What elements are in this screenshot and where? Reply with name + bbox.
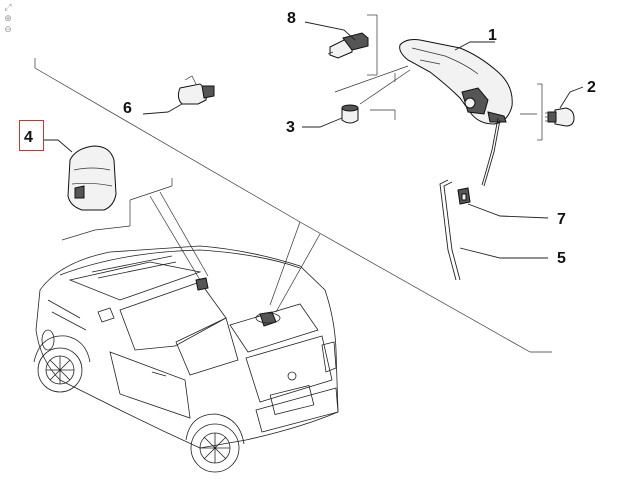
part-8-connector[interactable] [327,32,369,59]
callout-2[interactable]: 2 [587,79,596,96]
leader-1 [454,41,495,51]
leader-7 [467,203,549,219]
callout-7[interactable]: 7 [557,211,566,228]
zoom-in-icon[interactable]: ⊕ [4,14,12,24]
bracket-4 [61,178,173,241]
leader-2 [559,86,584,109]
callout-3[interactable]: 3 [286,119,295,136]
assembly-lines-handle [334,65,411,120]
assembly-lines-car [149,191,321,313]
leader-5 [459,247,548,259]
handle-rod [481,117,499,186]
leader-3 [302,117,343,128]
part-7-bracket[interactable] [457,187,471,205]
callout-4[interactable]: 4 [24,129,33,146]
part-2-screw[interactable] [545,107,575,127]
bracket-8-1 [367,14,378,76]
part-6-clip[interactable] [177,75,215,105]
leader-8 [304,21,356,41]
car-illustration [33,245,339,473]
callout-5[interactable]: 5 [557,250,566,267]
fit-view-icon[interactable]: ⤢ [4,3,12,13]
callout-6[interactable]: 6 [123,100,132,117]
bracket-2 [520,83,543,141]
part-1-handle[interactable] [399,39,513,125]
section-lines [34,58,552,353]
part-5-rod[interactable] [439,179,461,281]
leader-6 [142,103,183,115]
zoom-out-icon[interactable]: ⊖ [4,25,12,35]
callout-1[interactable]: 1 [488,27,497,44]
callout-8[interactable]: 8 [287,10,296,27]
part-4-cover[interactable] [67,145,117,211]
handle-rod-2 [483,119,501,187]
part-3-grommet[interactable] [341,104,359,124]
selected-callout-box [19,120,44,151]
leader-4 [44,139,73,153]
